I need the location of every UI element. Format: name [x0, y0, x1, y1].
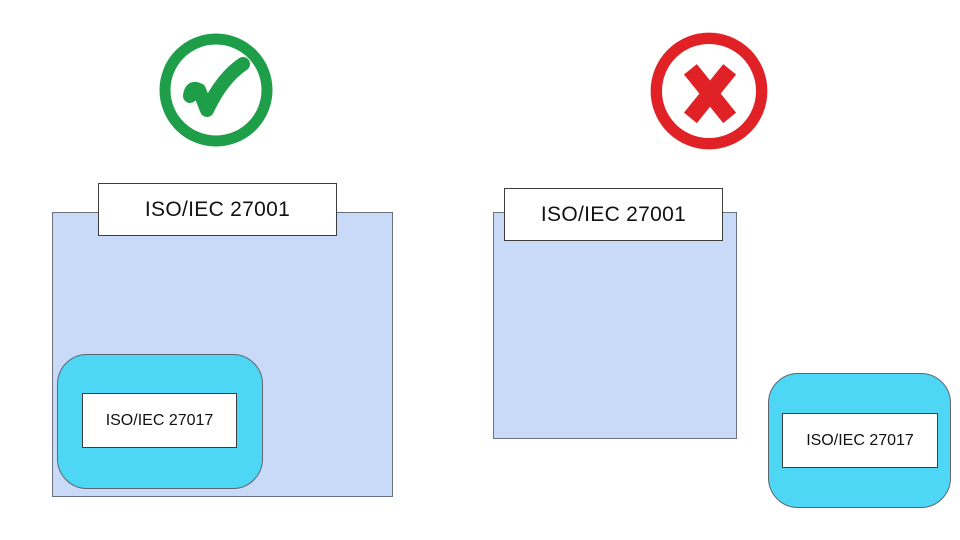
iso27017-label-right-text: ISO/IEC 27017	[806, 431, 914, 449]
iso27001-container-right	[493, 212, 737, 439]
iso27001-label-right-text: ISO/IEC 27001	[540, 202, 687, 226]
iso27017-label-left: ISO/IEC 27017	[82, 393, 237, 448]
iso27001-label-left: ISO/IEC 27001	[98, 183, 337, 236]
cross-circle-icon	[650, 32, 768, 150]
iso27017-label-right: ISO/IEC 27017	[782, 413, 938, 468]
iso27017-label-left-text: ISO/IEC 27017	[105, 411, 214, 429]
check-circle-icon	[159, 33, 273, 147]
iso27001-label-left-text: ISO/IEC 27001	[144, 197, 291, 221]
iso27001-label-right: ISO/IEC 27001	[504, 188, 723, 241]
